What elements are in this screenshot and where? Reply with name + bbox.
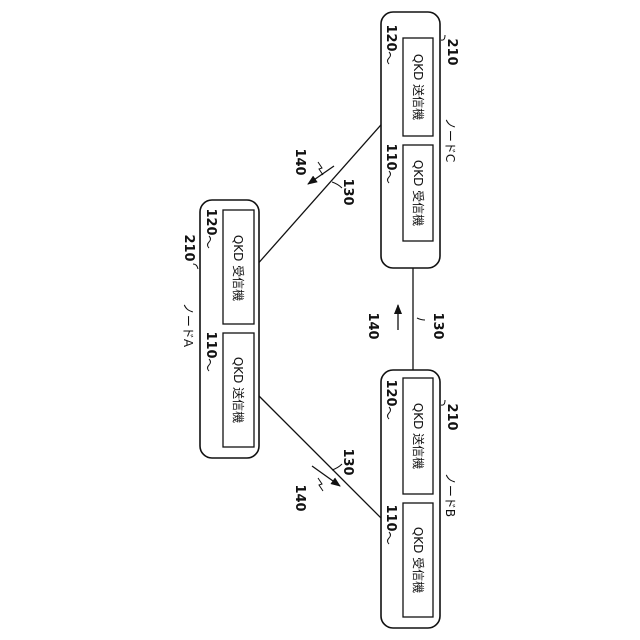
node-a-device-2-ref: 110 bbox=[203, 331, 218, 358]
node-a-name: ノードA bbox=[181, 303, 195, 348]
node-c-device-1-ref: 120 bbox=[383, 24, 398, 51]
node-c-device-2-label: QKD 受信機 bbox=[411, 160, 426, 226]
arrow-140-leader-c-to-a bbox=[318, 162, 323, 175]
line-ref-c-to-a: 130 bbox=[340, 178, 355, 205]
line-ref-b-to-c: 130 bbox=[430, 312, 445, 339]
node-b-ref: 210 bbox=[444, 403, 459, 430]
node-b-leader bbox=[441, 400, 445, 405]
link-c-to-a-annotation: 140 130 bbox=[292, 148, 355, 205]
node-b-device-2-label: QKD 受信機 bbox=[411, 527, 426, 593]
node-a-leader bbox=[193, 264, 198, 269]
node-a-ref: 210 bbox=[181, 234, 196, 261]
line-ref-a-to-b: 130 bbox=[340, 448, 355, 475]
line-130-leader-b-to-c bbox=[417, 318, 425, 320]
arrow-140-leader-a-to-b bbox=[318, 478, 323, 491]
link-b-to-c-annotation: 140 130 bbox=[365, 305, 445, 340]
node-a-device-1-label: QKD 受信機 bbox=[231, 235, 246, 301]
node-c-device-1-label: QKD 送信機 bbox=[411, 54, 426, 120]
node-c-device-2-ref: 110 bbox=[383, 143, 398, 170]
node-c-ref: 210 bbox=[444, 38, 459, 65]
node-c-leader bbox=[441, 35, 445, 40]
node-c-name: ノードC bbox=[443, 118, 457, 162]
node-a-device-2-label: QKD 送信機 bbox=[231, 357, 246, 423]
arrow-ref-a-to-b: 140 bbox=[292, 484, 307, 511]
node-b-device-2-ref: 110 bbox=[383, 504, 398, 531]
node-b-device-1-ref: 120 bbox=[383, 379, 398, 406]
link-a-to-b-annotation: 140 130 bbox=[292, 448, 355, 511]
node-b-name: ノードB bbox=[443, 473, 457, 517]
node-b: QKD 送信機 QKD 受信機 120 110 210 ノードB bbox=[381, 370, 459, 628]
node-c: QKD 送信機 QKD 受信機 120 110 210 ノードC bbox=[381, 12, 459, 268]
direction-arrow-a-to-b bbox=[312, 466, 340, 486]
node-b-device-1-label: QKD 送信機 bbox=[411, 403, 426, 469]
node-a-device-1-ref: 120 bbox=[203, 208, 218, 235]
node-a: QKD 受信機 QKD 送信機 120 110 210 ノードA bbox=[181, 200, 259, 458]
arrow-ref-c-to-a: 140 bbox=[292, 148, 307, 175]
arrow-ref-b-to-c: 140 bbox=[365, 312, 380, 339]
